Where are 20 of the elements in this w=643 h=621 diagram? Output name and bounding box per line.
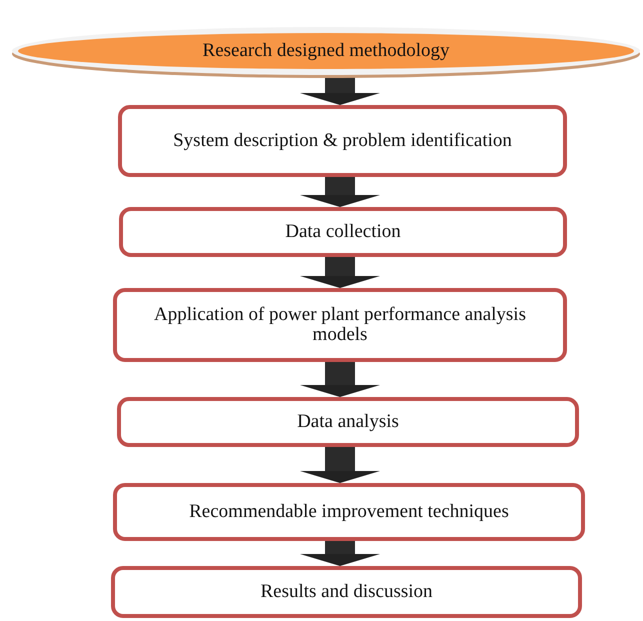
process-box: [113, 483, 585, 541]
block-arrow: [300, 362, 380, 397]
block-arrow: [300, 177, 380, 207]
block-arrow: [300, 257, 380, 288]
process-box: [119, 207, 567, 257]
process-box: [117, 397, 579, 447]
node-label: System description & problem identification: [173, 131, 512, 151]
process-box: [111, 566, 582, 618]
block-arrow: [300, 447, 380, 483]
node-label: Data analysis: [297, 412, 399, 432]
node-label: Research designed methodology: [202, 41, 450, 61]
block-arrow: [300, 77, 380, 105]
ellipse-node: [10, 25, 642, 77]
process-box: [113, 288, 567, 362]
node-label: Results and discussion: [260, 582, 433, 602]
block-arrow: [300, 541, 380, 566]
node-label: Data collection: [285, 222, 401, 242]
node-label: Application of power plant performance analysis models: [153, 305, 527, 345]
process-box: [118, 105, 567, 177]
node-label: Recommendable improvement techniques: [189, 502, 509, 522]
